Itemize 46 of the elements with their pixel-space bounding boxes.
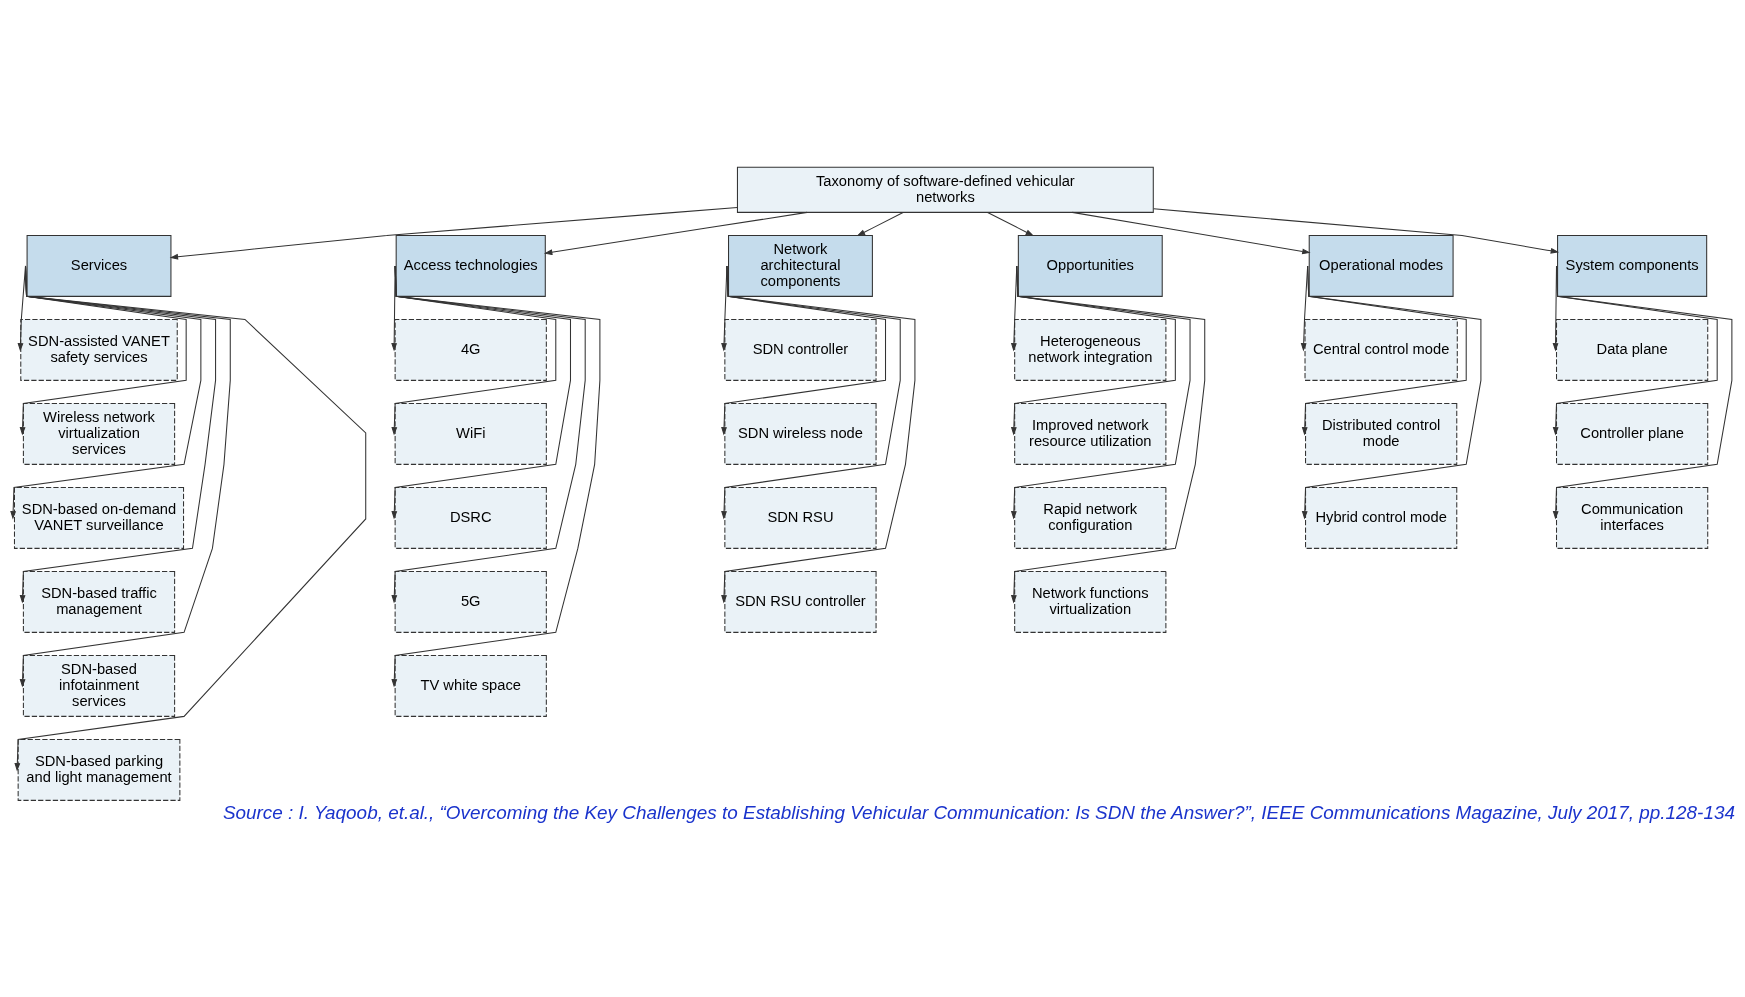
node-box: SDN wireless node (724, 402, 877, 465)
node-box: Controller plane (1556, 402, 1709, 465)
arrow (1301, 265, 1482, 520)
node-box: Improved network resource utilization (1014, 402, 1167, 465)
arrow (391, 265, 586, 604)
node-box: SDN RSU (724, 486, 877, 549)
node-box: SDN-based on-demand VANET surveillance (13, 486, 185, 549)
node-box: SDN RSU controller (724, 570, 877, 633)
node-box: Network functions virtualization (1014, 570, 1167, 633)
node-box: 4G (394, 318, 547, 381)
arrow (169, 206, 738, 260)
node-box: Services (26, 234, 172, 297)
node-box: Communication interfaces (1556, 486, 1709, 549)
node-box: Opportunities (1017, 234, 1163, 297)
node-box: TV white space (394, 654, 547, 717)
node-box: Distributed control mode (1305, 402, 1458, 465)
arrow (391, 265, 601, 688)
node-box: SDN-assisted VANET safety services (20, 318, 178, 381)
node-box: 5G (394, 570, 547, 633)
arrow (391, 265, 571, 520)
node-box: Heterogeneous network integration (1014, 318, 1167, 381)
arrow (721, 265, 916, 604)
caption: Source : I. Yaqoob, et.al., “Overcoming the Key Challenges to Establishing Vehicular Communication: Is SDN the Answer?”, IEEE Communications Magazine, July 2017, pp.128-134 (222, 801, 1735, 823)
node-box: Rapid network configuration (1014, 486, 1167, 549)
node-box: SDN-based traffic management (22, 570, 176, 633)
node-box: SDN-based parking and light management (17, 738, 181, 801)
node-box: Operational modes (1308, 234, 1454, 297)
node-box: System components (1557, 234, 1708, 297)
arrow (1153, 208, 1560, 254)
node-box: SDN-based infotainment services (22, 654, 176, 717)
node-box: WiFi (394, 402, 547, 465)
arrow (391, 265, 398, 352)
node-box: DSRC (394, 486, 547, 549)
node-box: Central control mode (1304, 318, 1458, 381)
arrow (391, 265, 557, 436)
arrow (856, 211, 904, 237)
node-box: Taxonomy of software-defined vehicular networks (736, 166, 1154, 213)
node-box: Data plane (1556, 318, 1709, 381)
node-box: Hybrid control mode (1305, 486, 1458, 549)
arrow (987, 211, 1034, 237)
node-box: SDN controller (724, 318, 877, 381)
node-box: Access technologies (395, 234, 546, 297)
arrow (1552, 265, 1733, 520)
node-box: Network architectural components (728, 234, 873, 297)
node-box: Wireless network virtualization services (22, 402, 176, 465)
arrow (1010, 265, 1206, 604)
